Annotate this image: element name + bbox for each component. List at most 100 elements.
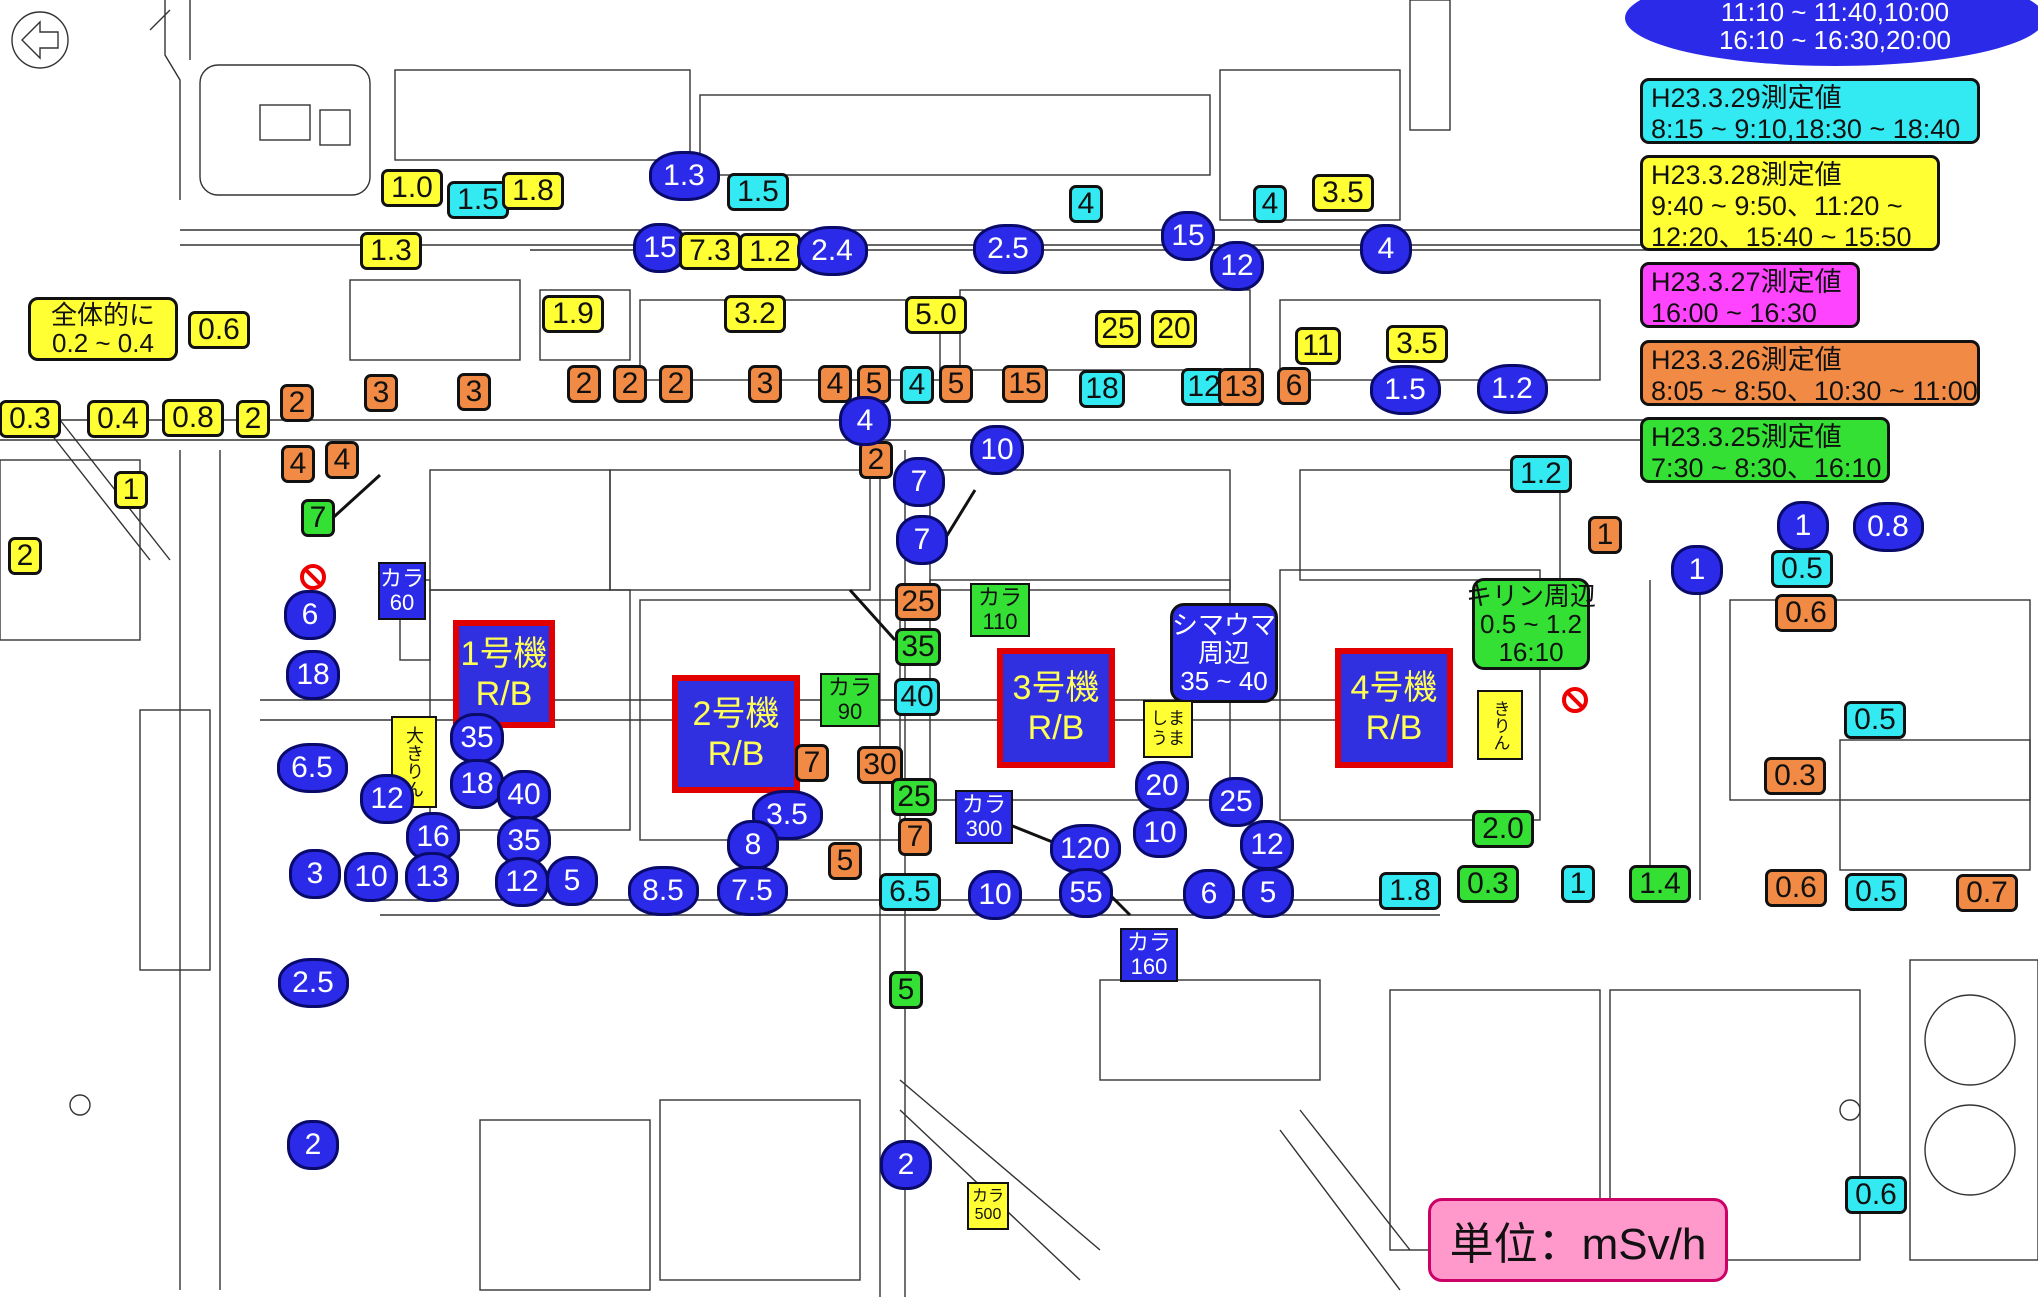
dose-reading: 7.3 xyxy=(679,232,741,270)
dose-reading: 0.5 xyxy=(1771,550,1833,588)
dose-reading: 2 xyxy=(659,365,693,403)
dose-reading: 6 xyxy=(1183,869,1235,919)
dose-reading: 1.8 xyxy=(502,172,564,210)
dose-reading: 4 xyxy=(818,365,852,403)
dose-reading: 10 xyxy=(344,852,398,902)
reactor-building-unit2: 2号機 R/B xyxy=(672,675,800,793)
dose-reading: 55 xyxy=(1059,868,1113,918)
dose-reading: 2.4 xyxy=(796,226,868,276)
dose-reading: 4 xyxy=(281,445,315,483)
dose-reading: 1.5 xyxy=(447,181,509,219)
dose-reading: 4 xyxy=(1069,185,1103,223)
dose-reading: 0.8 xyxy=(1852,502,1924,552)
dose-reading: 1.2 xyxy=(739,233,801,271)
dose-reading: 2 xyxy=(280,384,314,422)
dose-reading: 15 xyxy=(1002,365,1048,403)
dose-reading: 2 xyxy=(236,400,270,438)
dose-reading: 15 xyxy=(1161,211,1215,261)
dose-reading: 1.9 xyxy=(542,295,604,333)
dose-reading: 4 xyxy=(1360,224,1412,274)
dose-reading: 15 xyxy=(633,223,687,273)
dose-reading: 40 xyxy=(894,678,940,716)
dose-reading: 1.2 xyxy=(1476,364,1548,414)
dose-reading: 6 xyxy=(284,590,336,640)
legend-entry: H23.3.26測定値 8:05 ~ 8:50、10:30 ~ 11:00 xyxy=(1640,340,1980,406)
dose-reading: 0.6 xyxy=(1765,869,1827,907)
dose-reading: 8 xyxy=(727,820,779,870)
dose-reading: 1.5 xyxy=(1369,365,1441,415)
no-entry-icon xyxy=(1562,687,1588,713)
dose-reading: 5 xyxy=(939,365,973,403)
dose-reading: 25 xyxy=(1095,310,1141,348)
crane-160-callout: カラ 160 xyxy=(1120,928,1178,982)
reactor-building-unit1: 1号機 R/B xyxy=(453,620,555,728)
dose-reading: 7 xyxy=(795,744,829,782)
dose-reading: 4 xyxy=(900,366,934,404)
dose-reading: 0.3 xyxy=(1457,865,1519,903)
dose-reading: 0.7 xyxy=(1956,874,2018,912)
dose-reading: 2.5 xyxy=(972,224,1044,274)
dose-reading: 5 xyxy=(1242,868,1294,918)
north-arrow-icon xyxy=(11,11,69,69)
dose-reading: 1 xyxy=(1671,545,1723,595)
dose-reading: 3 xyxy=(457,373,491,411)
dose-reading: 3 xyxy=(364,374,398,412)
dose-reading: 2.5 xyxy=(277,958,349,1008)
dose-reading: 0.6 xyxy=(188,311,250,349)
dose-reading: 20 xyxy=(1135,761,1189,811)
dose-reading: 7 xyxy=(896,515,948,565)
dose-reading: 1.0 xyxy=(381,169,443,207)
dose-reading: 1 xyxy=(1588,516,1622,554)
dose-reading: 5 xyxy=(889,971,923,1009)
dose-reading: 1.5 xyxy=(727,173,789,211)
dose-reading: 18 xyxy=(450,759,504,809)
dose-reading: 2 xyxy=(8,537,42,575)
crane-110-callout: カラ 110 xyxy=(970,583,1030,637)
dose-reading: 1.2 xyxy=(1510,455,1572,493)
unit-label: 単位：mSv/h xyxy=(1428,1198,1728,1282)
dose-reading: 1.4 xyxy=(1629,865,1691,903)
legend-entry: H23.3.29測定値 8:15 ~ 9:10,18:30 ~ 18:40 xyxy=(1640,78,1980,144)
dose-reading: 35 xyxy=(895,628,941,666)
dose-reading: 2 xyxy=(880,1140,932,1190)
legend-entry: H23.3.25測定値 7:30 ~ 8:30、16:10 xyxy=(1640,417,1890,483)
dose-reading: 1.3 xyxy=(648,151,720,201)
dose-reading: 12 xyxy=(1210,241,1264,291)
reactor-building-unit3: 3号機 R/B xyxy=(997,648,1115,768)
overall-range-callout: 全体的に 0.2 ~ 0.4 xyxy=(28,297,178,361)
legend-entry: H23.3.28測定値 9:40 ~ 9:50、11:20 ~ 12:20、15… xyxy=(1640,155,1940,252)
dose-reading: 2 xyxy=(613,365,647,403)
dose-reading: 6.5 xyxy=(276,743,348,793)
dose-reading: 5 xyxy=(546,856,598,906)
dose-reading: 7 xyxy=(301,499,335,537)
zebra-area-callout: シマウマ 周辺 35 ~ 40 xyxy=(1170,603,1278,703)
dose-reading: 0.6 xyxy=(1775,594,1837,632)
dose-reading: 12 xyxy=(1240,820,1294,870)
dose-reading: 6 xyxy=(1277,367,1311,405)
dose-reading: 0.6 xyxy=(1845,1176,1907,1214)
dose-reading: 0.5 xyxy=(1844,701,1906,739)
dose-reading: 35 xyxy=(450,713,504,763)
dose-reading: 0.5 xyxy=(1845,873,1907,911)
giraffe-label: きりん xyxy=(1477,690,1523,760)
dose-reading: 4 xyxy=(1253,185,1287,223)
top-clipped-callout: 11:10 ~ 11:40,10:00 16:10 ~ 16:30,20:00 xyxy=(1625,0,2038,66)
dose-reading: 5.0 xyxy=(905,296,967,334)
dose-reading: 40 xyxy=(497,770,551,820)
crane-500-callout: カラ 500 xyxy=(967,1182,1009,1230)
dose-reading: 10 xyxy=(970,425,1024,475)
dose-reading: 1 xyxy=(1561,865,1595,903)
dose-reading: 3 xyxy=(748,365,782,403)
dose-reading: 1 xyxy=(114,471,148,509)
dose-reading: 25 xyxy=(895,583,941,621)
dose-reading: 0.4 xyxy=(87,400,149,438)
dose-reading: 10 xyxy=(1133,808,1187,858)
dose-reading: 30 xyxy=(857,746,903,784)
dose-reading: 4 xyxy=(839,396,891,446)
dose-reading: 10 xyxy=(968,870,1022,920)
reactor-building-unit4: 4号機 R/B xyxy=(1335,648,1453,768)
dose-reading: 18 xyxy=(286,650,340,700)
no-entry-icon xyxy=(300,564,326,590)
dose-reading: 2 xyxy=(287,1120,339,1170)
dose-reading: 3 xyxy=(289,849,341,899)
